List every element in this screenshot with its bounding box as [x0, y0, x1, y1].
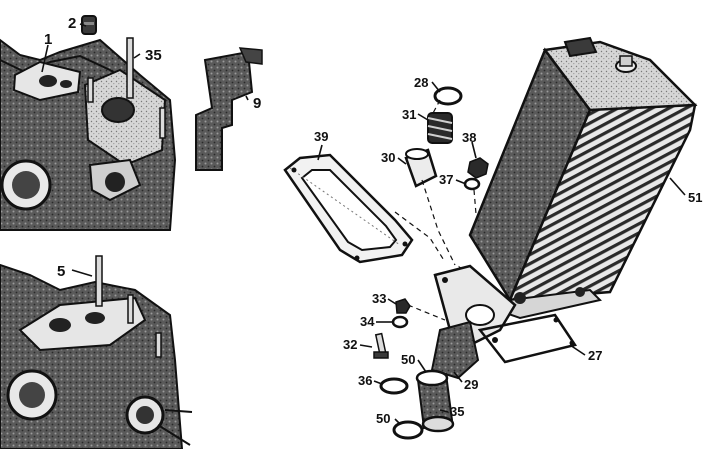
callout-labels: 1 2 35 9 28 31 38 39 30 37 51 5 33 34 32…	[44, 15, 702, 426]
callout-29: 29	[464, 377, 478, 392]
callout-38: 38	[462, 130, 476, 145]
clamp-part-50-lower	[392, 420, 424, 440]
callout-30: 30	[381, 150, 395, 165]
callout-33: 33	[372, 291, 386, 306]
nut-part-33	[395, 298, 411, 314]
callout-27: 27	[588, 348, 602, 363]
sleeve-part-30	[404, 148, 438, 188]
callout-37: 37	[439, 172, 453, 187]
clamp-part-36	[379, 377, 409, 395]
callout-51: 51	[688, 190, 702, 205]
callout-36: 36	[358, 373, 372, 388]
callout-35-bottom: 35	[450, 404, 464, 419]
gasket-part-39	[283, 153, 414, 264]
washer-part-37	[463, 177, 481, 191]
callout-9: 9	[253, 95, 261, 112]
callout-5: 5	[57, 263, 65, 280]
plug-part-2	[81, 15, 97, 35]
assembly-lines	[394, 99, 477, 321]
bracket-part-9	[195, 47, 263, 171]
gasket-part-27	[477, 313, 578, 364]
washer-part-34	[391, 315, 409, 329]
o-ring-part-28	[433, 86, 463, 106]
spring-part-31	[427, 112, 453, 144]
callout-50-lower: 50	[376, 411, 390, 426]
callout-32: 32	[343, 337, 357, 352]
callout-1: 1	[44, 31, 52, 48]
callout-35-top: 35	[145, 47, 162, 64]
bolt-part-32	[373, 332, 389, 359]
hose-part-35	[415, 369, 455, 433]
nut-part-38	[467, 157, 489, 179]
callout-50-upper: 50	[401, 352, 415, 367]
callout-39: 39	[314, 129, 328, 144]
oil-cooler-part-51	[458, 36, 698, 320]
callout-31: 31	[402, 107, 416, 122]
leader-lines	[41, 23, 686, 425]
engine-housing-top	[0, 37, 177, 231]
callout-28: 28	[414, 75, 428, 90]
adapter-flange-part-29	[430, 264, 517, 380]
engine-housing-bottom	[0, 255, 193, 449]
callout-2: 2	[68, 15, 76, 32]
callout-34: 34	[360, 314, 375, 329]
